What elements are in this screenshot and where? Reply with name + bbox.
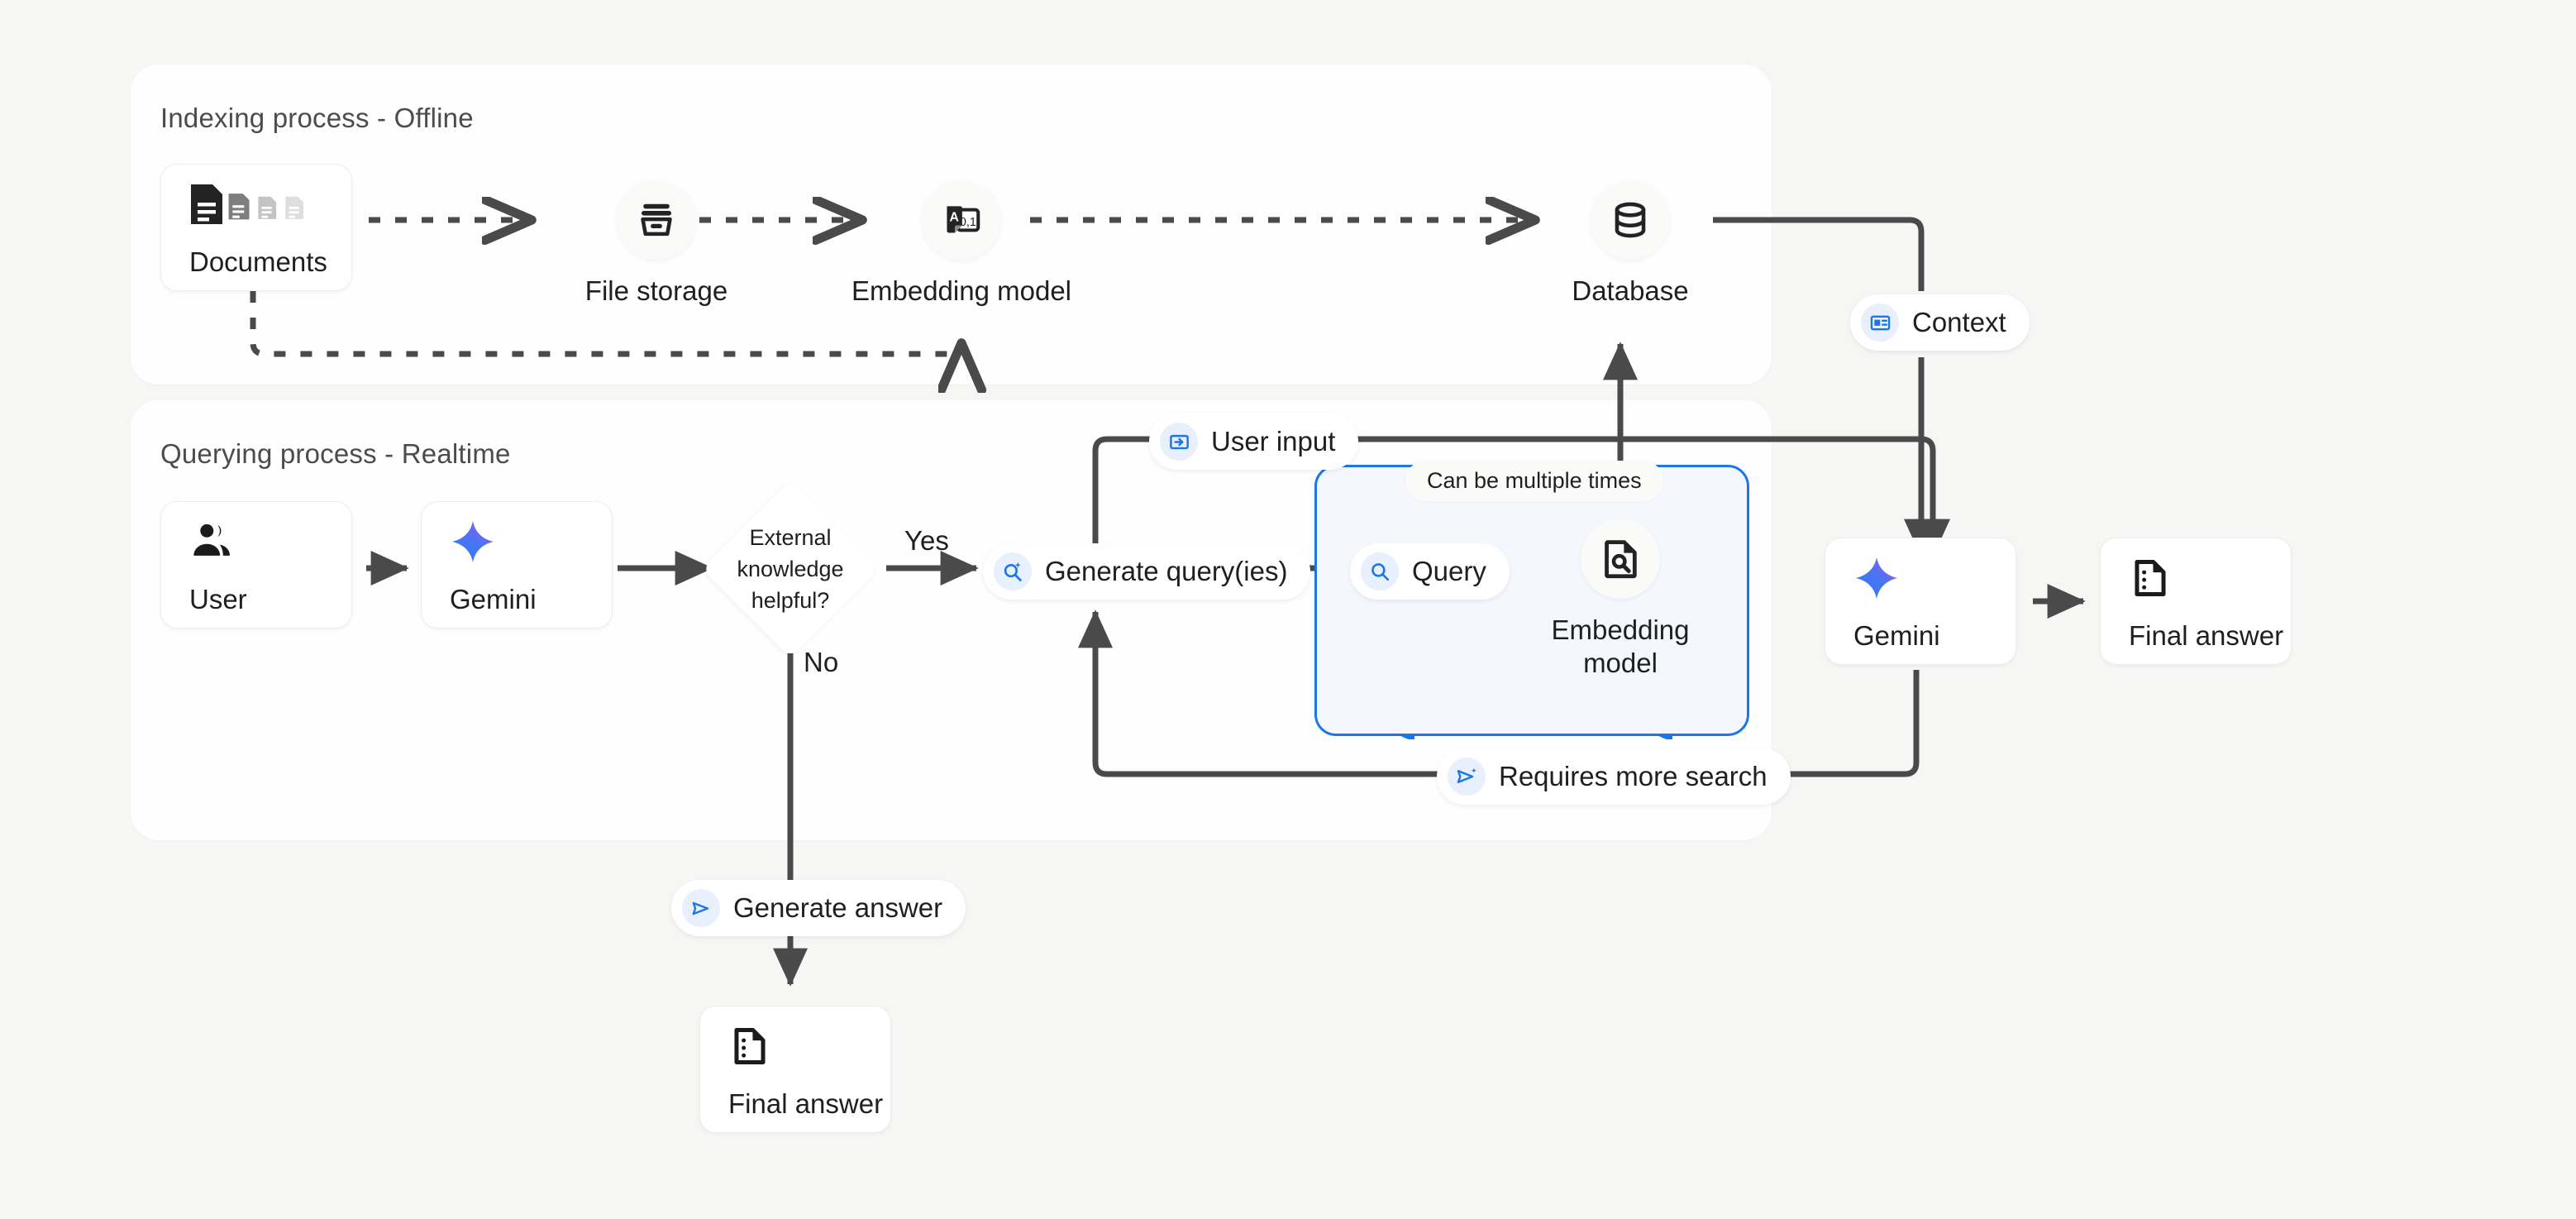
edge-label-no: No <box>804 647 839 677</box>
magnifier-icon <box>1361 552 1399 590</box>
pill-query[interactable]: Query <box>1350 543 1510 600</box>
card-label: User <box>189 584 247 614</box>
decision-line-3: helpful? <box>751 588 830 614</box>
card-label: Gemini <box>450 584 537 614</box>
card-documents[interactable]: Documents <box>160 164 352 291</box>
node-label: File storage <box>584 275 728 306</box>
users-icon <box>189 514 323 569</box>
card-gemini-left[interactable]: Gemini <box>421 501 613 629</box>
send-icon <box>682 889 720 927</box>
file-storage-icon <box>617 180 696 260</box>
final-answer-icon <box>728 1019 862 1073</box>
card-final-answer-bottom[interactable]: Final answer <box>699 1006 891 1133</box>
pill-user-input[interactable]: User input <box>1149 414 1359 470</box>
pill-label: Generate answer <box>733 892 943 923</box>
documents-icon <box>189 177 323 232</box>
node-label: Embedding model <box>1552 614 1690 681</box>
gemini-sparkle-icon <box>1853 551 1987 605</box>
svg-text:0,1: 0,1 <box>960 216 976 229</box>
node-database[interactable]: Database <box>1548 180 1713 308</box>
loop-repeat-note: Can be multiple times <box>1405 461 1663 501</box>
pill-label: User input <box>1211 426 1336 457</box>
pill-label: Generate query(ies) <box>1045 556 1288 586</box>
card-user[interactable]: User <box>160 501 352 629</box>
pill-label: Context <box>1912 307 2006 337</box>
card-final-answer-right[interactable]: Final answer <box>2100 538 2292 665</box>
embedding-model-line-1: Embedding <box>1551 614 1690 645</box>
card-label: Documents <box>189 246 327 277</box>
card-label: Gemini <box>1853 620 1940 651</box>
card-label: Final answer <box>2129 620 2284 651</box>
context-card-icon <box>1861 304 1899 342</box>
card-gemini-right[interactable]: Gemini <box>1825 538 2016 665</box>
gemini-sparkle-icon <box>450 514 584 569</box>
node-embedding-model-loop[interactable]: Embedding model <box>1552 519 1689 681</box>
node-file-storage[interactable]: File storage <box>574 180 739 308</box>
panel-indexing-title: Indexing process - Offline <box>160 103 474 133</box>
panel-querying-title: Querying process - Realtime <box>160 438 511 469</box>
pill-generate-queries[interactable]: Generate query(ies) <box>983 543 1311 600</box>
pill-requires-more-search[interactable]: Requires more search <box>1437 748 1791 805</box>
decision-external-knowledge[interactable]: External knowledge helpful? <box>701 480 880 658</box>
send-sparkle-icon <box>1448 758 1486 796</box>
document-search-icon <box>1581 519 1660 599</box>
pill-generate-answer[interactable]: Generate answer <box>671 880 966 936</box>
card-label: Final answer <box>728 1088 884 1119</box>
final-answer-icon <box>2129 551 2263 605</box>
retrieval-loop-box <box>1314 465 1749 736</box>
node-label: Embedding model <box>852 275 1071 306</box>
database-icon <box>1591 180 1670 260</box>
svg-text:A: A <box>950 210 959 224</box>
login-arrow-icon <box>1160 423 1198 461</box>
search-sparkle-icon <box>994 552 1032 590</box>
embedding-model-line-2: model <box>1583 648 1658 679</box>
node-embedding-model-indexing[interactable]: 0,1 A Embedding model <box>852 180 1071 308</box>
node-label: Database <box>1572 275 1689 306</box>
edge-label-yes: Yes <box>904 525 949 556</box>
pill-label: Requires more search <box>1499 761 1767 791</box>
embedding-model-icon: 0,1 A <box>922 180 1001 260</box>
decision-line-2: knowledge <box>737 556 844 581</box>
decision-text: External knowledge helpful? <box>737 522 843 617</box>
decision-line-1: External <box>749 524 832 550</box>
pill-label: Query <box>1412 556 1486 586</box>
pill-context[interactable]: Context <box>1850 294 2030 351</box>
